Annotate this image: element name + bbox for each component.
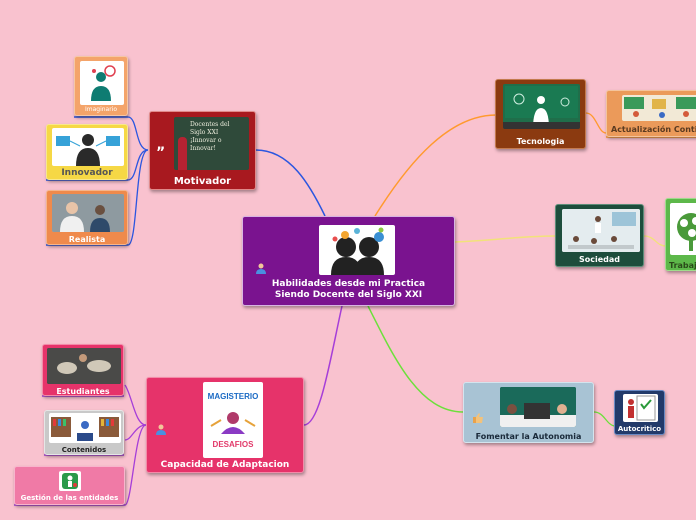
realista-image (52, 194, 124, 232)
poster-sub: DESAFIOS (212, 440, 254, 449)
contenidos-node[interactable]: Contenidos (44, 410, 124, 455)
estudiantes-node[interactable]: Estudiantes (42, 344, 124, 396)
gestion-node[interactable]: Gestión de las entidades (14, 466, 125, 505)
contenidos-label: Contenidos (61, 446, 107, 454)
central-topic-node[interactable]: Habilidades desde mi Practica Siendo Doc… (242, 216, 455, 306)
gestion-label: Gestión de las entidades (20, 494, 119, 502)
imaginario-label: Imaginario (84, 106, 118, 113)
estudiantes-label: Estudiantes (56, 387, 110, 396)
poster-title: MAGISTERIO (207, 392, 259, 401)
quote-icon: ” (156, 145, 166, 161)
actualizacion-image (622, 95, 696, 121)
motivador-image: Docentes del Siglo XXI ¡Innovar o Innova… (174, 117, 249, 170)
realista-label: Realista (68, 235, 106, 244)
autocritico-label: Autocritico (617, 425, 662, 433)
thumbs-up-icon (472, 409, 484, 428)
sociedad-label: Sociedad (578, 255, 621, 264)
tecnologia-image (503, 84, 580, 129)
actualizacion-node[interactable]: Actualización Conti (606, 90, 696, 137)
actualizacion-label: Actualización Conti (611, 125, 696, 134)
imaginario-image (80, 61, 124, 105)
capacidad-label: Capacidad de Adaptacion (160, 460, 290, 470)
trabajo-label: Trabaj (669, 261, 696, 270)
tecnologia-label: Tecnologia (516, 137, 565, 146)
person-icon (155, 420, 167, 439)
innovador-node[interactable]: Innovador (46, 124, 128, 180)
capacidad-poster: MAGISTERIO DESAFIOS (203, 382, 263, 458)
motivador-node[interactable]: ” Docentes del Siglo XXI ¡Innovar o Inno… (149, 111, 256, 190)
tecnologia-node[interactable]: Tecnologia (495, 79, 586, 149)
central-image (319, 225, 395, 275)
autocritico-image (623, 394, 658, 422)
estudiantes-image (47, 348, 121, 384)
autocritico-node[interactable]: Autocritico (614, 390, 665, 435)
sociedad-node[interactable]: Sociedad (555, 204, 644, 267)
motivador-board-text: Docentes del Siglo XXI ¡Innovar o Innova… (190, 121, 230, 152)
imaginario-node[interactable]: Imaginario (74, 56, 128, 116)
fomentar-node[interactable]: Fomentar la Autonomia (463, 382, 594, 443)
gestion-image (59, 471, 81, 491)
realista-node[interactable]: Realista (46, 190, 128, 245)
trabajo-image (670, 203, 696, 255)
fomentar-label: Fomentar la Autonomia (475, 432, 582, 441)
trabajo-node[interactable]: Trabaj (665, 198, 696, 271)
fomentar-image (500, 387, 576, 427)
sociedad-image (562, 209, 640, 252)
central-title-line1: Habilidades desde mi Practica (271, 279, 426, 289)
person-icon (255, 259, 267, 278)
contenidos-image (49, 413, 121, 443)
motivador-label: Motivador (173, 176, 232, 187)
innovador-label: Innovador (61, 168, 113, 178)
central-title-line2: Siendo Docente del Siglo XXI (274, 290, 423, 300)
capacidad-node[interactable]: MAGISTERIO DESAFIOS Capacidad de Adaptac… (146, 377, 304, 473)
innovador-image (52, 128, 124, 166)
